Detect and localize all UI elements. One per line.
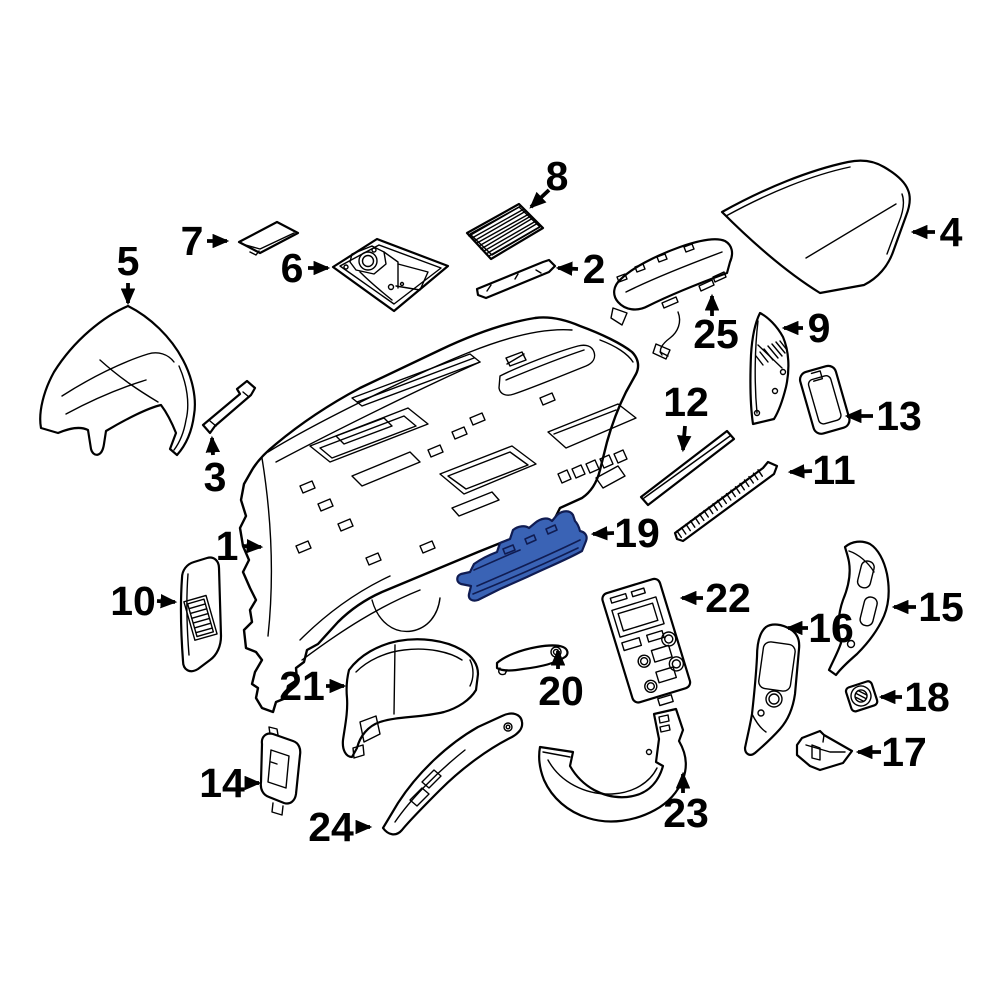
callout-label-23: 23 <box>663 790 709 836</box>
callout-label-20: 20 <box>538 668 584 714</box>
callout-12-arrow <box>677 425 692 453</box>
callout-11-arrow <box>787 464 813 479</box>
part-5-side-cowl <box>39 304 196 457</box>
part-14-bracket-trim <box>259 726 302 816</box>
callout-10-arrow <box>156 593 178 609</box>
part-25-airbag-module <box>610 238 734 360</box>
part-23-column-trim <box>538 707 687 823</box>
callout-label-18: 18 <box>904 674 950 720</box>
part-1-instrument-panel <box>238 316 640 714</box>
callout-labels: 1 2 3 4 5 6 7 8 9 10 11 12 13 14 15 16 1… <box>110 153 964 850</box>
callout-2-arrow <box>555 261 579 276</box>
callout-label-12: 12 <box>663 379 709 425</box>
callout-label-13: 13 <box>876 393 922 439</box>
part-7-cover-plate <box>237 220 300 256</box>
callout-8-arrow <box>529 188 551 209</box>
callout-label-5: 5 <box>117 238 140 284</box>
callout-label-11: 11 <box>812 447 855 493</box>
callout-label-7: 7 <box>181 218 204 264</box>
callout-3-arrow <box>205 435 221 456</box>
callout-label-4: 4 <box>940 209 963 255</box>
part-17-tray <box>795 729 854 772</box>
callout-label-9: 9 <box>808 305 831 351</box>
part-3-trim-strip <box>201 379 257 435</box>
callout-label-8: 8 <box>546 153 569 199</box>
callout-label-3: 3 <box>204 454 227 500</box>
callout-19-arrow <box>590 526 615 541</box>
part-12-trim-strip <box>639 429 736 507</box>
callout-label-10: 10 <box>110 578 156 624</box>
callout-label-24: 24 <box>308 804 354 850</box>
callout-label-2: 2 <box>583 246 606 292</box>
part-8-speaker-grille <box>465 202 545 261</box>
callout-label-6: 6 <box>281 245 304 291</box>
part-19-body <box>456 510 588 602</box>
part-18-knob-bezel <box>844 680 879 713</box>
callout-label-25: 25 <box>693 311 739 357</box>
part-6-speaker-tray <box>331 237 450 313</box>
part-21-cluster-hood <box>341 638 480 759</box>
part-22-center-stack-bezel <box>601 577 692 707</box>
part-19-highlighted-panel <box>456 510 588 602</box>
part-10-side-vent-trim <box>179 556 223 673</box>
part-11-sill-strip <box>673 460 779 543</box>
callout-label-1: 1 <box>216 523 239 569</box>
part-15-pillar-trim <box>827 540 890 677</box>
callout-label-17: 17 <box>881 729 927 775</box>
callout-label-22: 22 <box>705 575 751 621</box>
part-13-side-panel <box>798 364 851 435</box>
callout-label-19: 19 <box>614 510 660 556</box>
part-2-trim-strip <box>475 258 557 300</box>
callout-label-16: 16 <box>808 605 854 651</box>
part-9-side-trim <box>749 311 790 426</box>
callout-label-21: 21 <box>279 663 325 709</box>
part-4-top-panel <box>720 159 911 295</box>
diagram-art <box>39 159 911 836</box>
callout-label-14: 14 <box>199 760 245 806</box>
part-24-lower-panel <box>381 712 524 836</box>
callout-label-15: 15 <box>918 584 964 630</box>
callout-1-arrow <box>242 538 264 554</box>
callout-arrows <box>120 188 935 835</box>
